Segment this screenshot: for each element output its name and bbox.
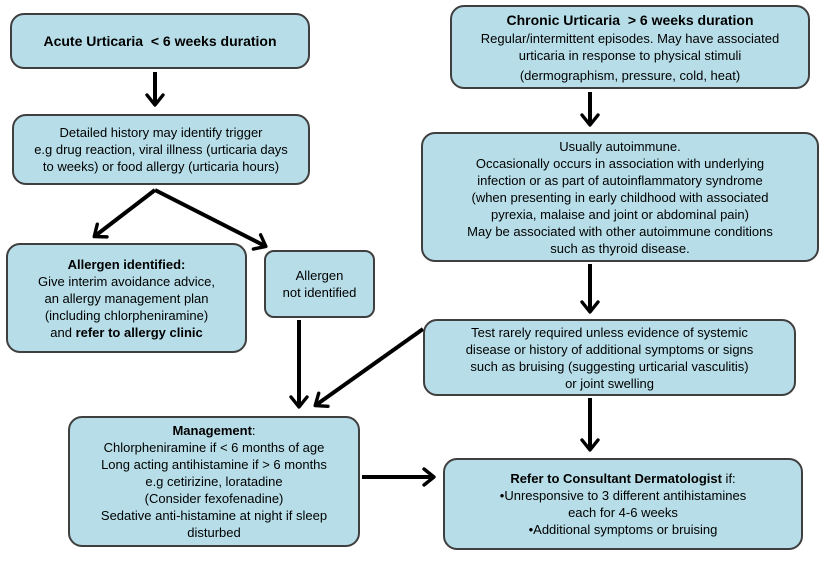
node-test-text: or joint swelling xyxy=(565,375,654,391)
node-management-title: Management: xyxy=(172,422,255,439)
node-refer-title-suffix: if: xyxy=(721,471,736,486)
node-chronic-urticaria: Chronic Urticaria > 6 weeks duration Reg… xyxy=(450,5,810,89)
node-refer-consultant-dermatologist: Refer to Consultant Dermatologist if: •U… xyxy=(443,458,803,550)
node-management-text: (Consider fexofenadine) xyxy=(144,491,284,506)
node-allergen-identified-text: Give interim avoidance advice, xyxy=(37,273,216,289)
node-allergen-identified-text: an allergy management plan xyxy=(44,290,209,306)
node-refer-title: Refer to Consultant Dermatologist if: xyxy=(510,470,735,487)
node-allergen-not-identified: Allergen not identified xyxy=(264,250,375,318)
node-history-text: Detailed history may identify trigger xyxy=(59,125,263,140)
node-autoimmune-text: infection or as part of autoinflammatory… xyxy=(477,172,763,188)
node-allergen-identified: Allergen identified: Give interim avoida… xyxy=(6,243,247,353)
node-autoimmune-text: such as thyroid disease. xyxy=(550,240,690,256)
node-acute-urticaria: Acute Urticaria < 6 weeks duration xyxy=(10,13,310,69)
node-allergen-identified-text: and refer to allergy clinic xyxy=(50,324,202,341)
node-autoimmune-text: (when presenting in early childhood with… xyxy=(471,189,769,205)
node-allergen-identified-title: Allergen identified: xyxy=(67,256,186,272)
arrow-history-to-allergen-identified xyxy=(92,188,157,239)
node-history-text: to weeks) or food allergy (urticaria hou… xyxy=(42,159,280,174)
node-test-rarely-required: Test rarely required unless evidence of … xyxy=(423,319,796,396)
node-allergen-identified-text-bold: refer to allergy clinic xyxy=(75,324,203,340)
node-allergen-identified-text-prefix: and xyxy=(50,324,76,340)
node-chronic-text: (dermographism, pressure, cold, heat) xyxy=(519,67,741,83)
arrow-test-to-management xyxy=(313,327,425,409)
node-management-text: e.g cetirizine, loratadine xyxy=(145,474,283,489)
node-autoimmune-text: Usually autoimmune. xyxy=(559,138,681,154)
node-refer-title-bold: Refer to Consultant Dermatologist xyxy=(510,471,722,486)
node-usually-autoimmune: Usually autoimmune. Occasionally occurs … xyxy=(421,132,819,262)
node-test-text: such as bruising (suggesting urticarial … xyxy=(470,358,749,374)
node-management-text: disturbed xyxy=(187,525,241,540)
node-refer-text: each for 4-6 weeks xyxy=(568,505,678,520)
node-refer-text: •Additional symptoms or bruising xyxy=(528,522,718,537)
node-acute-title: Acute Urticaria < 6 weeks duration xyxy=(43,32,277,49)
node-detailed-history: Detailed history may identify trigger e.… xyxy=(12,114,310,185)
node-management-text: Long acting antihistamine if > 6 months xyxy=(101,457,327,472)
node-refer-text: •Unresponsive to 3 different antihistami… xyxy=(499,488,747,503)
node-allergen-not-identified-text: Allergen xyxy=(295,268,344,283)
node-management-text: Chlorpheniramine if < 6 months of age xyxy=(103,440,325,455)
node-chronic-text: Regular/intermittent episodes. May have … xyxy=(480,30,780,46)
node-allergen-not-identified-text: not identified xyxy=(282,285,357,300)
node-management-title-suffix: : xyxy=(251,423,256,438)
node-management: Management: Chlorpheniramine if < 6 mont… xyxy=(68,416,360,547)
node-chronic-text: urticaria in response to physical stimul… xyxy=(518,47,742,63)
node-management-title-bold: Management xyxy=(172,423,252,438)
node-autoimmune-text: pyrexia, malaise and joint or abdominal … xyxy=(491,206,749,222)
node-allergen-identified-text: (including chlorpheniramine) xyxy=(44,307,209,323)
node-autoimmune-text: May be associated with other autoimmune … xyxy=(467,223,773,239)
node-chronic-title: Chronic Urticaria > 6 weeks duration xyxy=(506,11,754,28)
node-management-text: Sedative anti-histamine at night if slee… xyxy=(100,508,328,523)
arrow-history-to-allergen-not-identified xyxy=(154,188,268,251)
node-test-text: Test rarely required unless evidence of … xyxy=(471,324,748,340)
node-history-text: e.g drug reaction, viral illness (urtica… xyxy=(34,142,288,157)
node-autoimmune-text: Occasionally occurs in association with … xyxy=(475,155,765,171)
node-test-text: disease or history of additional symptom… xyxy=(465,341,754,357)
